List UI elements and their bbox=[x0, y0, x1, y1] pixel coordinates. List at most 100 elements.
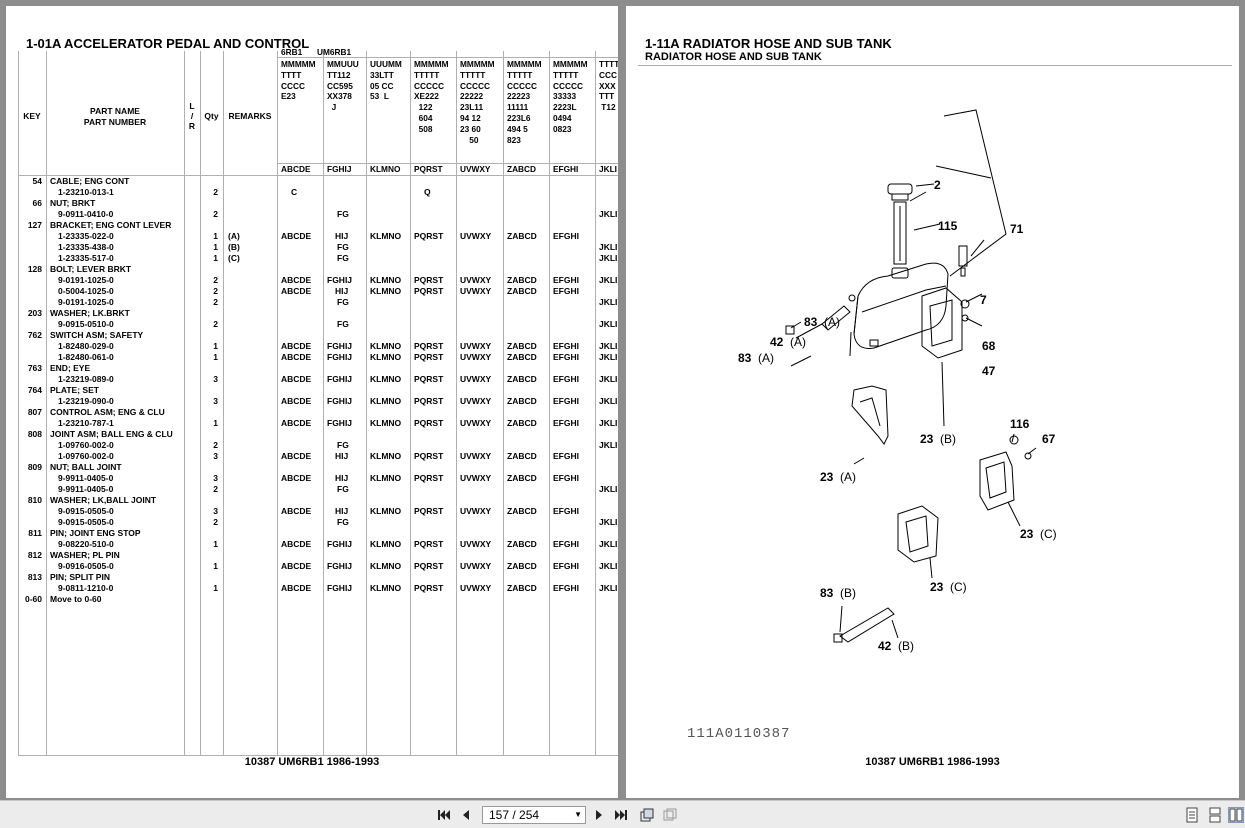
model-applicability: KLMNO bbox=[370, 286, 402, 296]
model-applicability: EFGHI bbox=[553, 396, 579, 406]
model-applicability: PQRST bbox=[414, 231, 444, 241]
model-applicability: FG bbox=[337, 253, 349, 263]
model-applicability: JKLI bbox=[599, 539, 618, 549]
model-applicability: JKLI bbox=[599, 440, 618, 450]
part-key: 812 bbox=[27, 550, 42, 560]
fit-icon[interactable] bbox=[662, 807, 678, 823]
model-applicability: KLMNO bbox=[370, 396, 402, 406]
page-number-select[interactable]: 157 / 254 ▼ bbox=[482, 806, 586, 824]
model-applicability: JKLI bbox=[599, 396, 618, 406]
part-number: 9-0191-1025-0 bbox=[58, 297, 114, 307]
model-applicability: KLMNO bbox=[370, 583, 402, 593]
callout-7: 7 bbox=[980, 293, 987, 307]
chevron-down-icon: ▼ bbox=[574, 810, 582, 819]
model-applicability: PQRST bbox=[414, 473, 444, 483]
model-applicability: EFGHI bbox=[553, 286, 579, 296]
model-column-key: KLMNO bbox=[370, 164, 401, 174]
model-applicability: FG bbox=[337, 517, 349, 527]
model-applicability: JKLI bbox=[599, 484, 618, 494]
model-applicability: JKLI bbox=[599, 374, 618, 384]
prev-page-icon[interactable] bbox=[458, 807, 474, 823]
page-indicator: 157 / 254 bbox=[489, 808, 540, 822]
model-applicability: UVWXY bbox=[460, 231, 492, 241]
model-applicability: HIJ bbox=[335, 473, 349, 483]
model-applicability: FGHIJ bbox=[327, 374, 353, 384]
right-page: 1-11A RADIATOR HOSE AND SUB TANK RADIATO… bbox=[626, 6, 1239, 798]
page-footer: 10387 UM6RB1 1986-1993 bbox=[244, 756, 380, 768]
part-key: 764 bbox=[27, 385, 42, 395]
part-qty: 3 bbox=[213, 396, 218, 406]
model-applicability: FGHIJ bbox=[327, 396, 353, 406]
model-applicability: JKLI bbox=[599, 297, 618, 307]
part-number: 1-23219-090-0 bbox=[58, 396, 114, 406]
drawing-number: 111A0110387 bbox=[687, 726, 791, 742]
parts-table: KEY PART NAME PART NUMBER L / R Qty REMA… bbox=[18, 47, 618, 756]
model-applicability: KLMNO bbox=[370, 374, 402, 384]
single-page-view-icon[interactable] bbox=[1184, 807, 1200, 823]
model-applicability: EFGHI bbox=[553, 231, 579, 241]
two-page-view-icon[interactable] bbox=[1228, 807, 1244, 823]
continuous-view-icon[interactable] bbox=[1207, 807, 1223, 823]
model-applicability: ZABCD bbox=[507, 352, 537, 362]
model-applicability: C bbox=[291, 187, 298, 197]
model-applicability: ABCDE bbox=[281, 539, 312, 549]
model-applicability: FG bbox=[337, 242, 349, 252]
model-applicability: UVWXY bbox=[460, 352, 492, 362]
part-number: 1-23335-517-0 bbox=[58, 253, 114, 263]
part-number: 1-23210-013-1 bbox=[58, 187, 114, 197]
viewer-toolbar: 157 / 254 ▼ bbox=[0, 800, 1245, 828]
model-column-header: MMMMM TTTT CCCC E23 bbox=[281, 59, 316, 102]
part-number: 0-5004-1025-0 bbox=[58, 286, 114, 296]
callout-2: 2 bbox=[934, 178, 941, 192]
part-qty: 3 bbox=[213, 473, 218, 483]
model-applicability: FGHIJ bbox=[327, 583, 353, 593]
part-qty: 2 bbox=[213, 286, 218, 296]
callout-23: 23 bbox=[1020, 527, 1034, 541]
model-applicability: ABCDE bbox=[281, 506, 312, 516]
document-viewer: 1-01A ACCELERATOR PEDAL AND CONTROL KEY … bbox=[6, 6, 1239, 798]
model-applicability: ABCDE bbox=[281, 396, 312, 406]
bracket-b-part bbox=[921, 287, 963, 359]
model-applicability: KLMNO bbox=[370, 418, 402, 428]
model-applicability: JKLI bbox=[599, 517, 618, 527]
model-column-header: MMMMM TTTTT CCCCC 33333 2223L 0494 0823 bbox=[553, 59, 588, 134]
part-qty: 3 bbox=[213, 374, 218, 384]
part-number: 1-09760-002-0 bbox=[58, 440, 114, 450]
model-applicability: FGHIJ bbox=[327, 341, 353, 351]
model-applicability: JKLI bbox=[599, 242, 618, 252]
part-qty: 1 bbox=[213, 539, 218, 549]
part-qty: 2 bbox=[213, 209, 218, 219]
next-page-icon[interactable] bbox=[591, 807, 607, 823]
part-number: 9-0811-1210-0 bbox=[58, 583, 114, 593]
callout-variant: (A) bbox=[840, 470, 856, 484]
part-name: PIN; JOINT ENG STOP bbox=[50, 528, 141, 538]
part-qty: 2 bbox=[213, 275, 218, 285]
model-applicability: ZABCD bbox=[507, 275, 537, 285]
part-key: 808 bbox=[27, 429, 42, 439]
page-title: 1-01A ACCELERATOR PEDAL AND CONTROL bbox=[26, 36, 310, 51]
model-applicability: PQRST bbox=[414, 539, 444, 549]
part-key: 66 bbox=[32, 198, 42, 208]
part-number: 1-23335-022-0 bbox=[58, 231, 114, 241]
last-page-icon[interactable] bbox=[613, 807, 629, 823]
callout-variant: (C) bbox=[1040, 527, 1057, 541]
model-applicability: JKLI bbox=[599, 275, 618, 285]
part-number: 9-9911-0405-0 bbox=[58, 473, 114, 483]
model-applicability: EFGHI bbox=[553, 418, 579, 428]
callout-68: 68 bbox=[982, 339, 996, 353]
rotate-icon[interactable] bbox=[639, 807, 655, 823]
model-applicability: FGHIJ bbox=[327, 352, 353, 362]
model-applicability: EFGHI bbox=[553, 539, 579, 549]
first-page-icon[interactable] bbox=[436, 807, 452, 823]
part-key: 807 bbox=[27, 407, 42, 417]
